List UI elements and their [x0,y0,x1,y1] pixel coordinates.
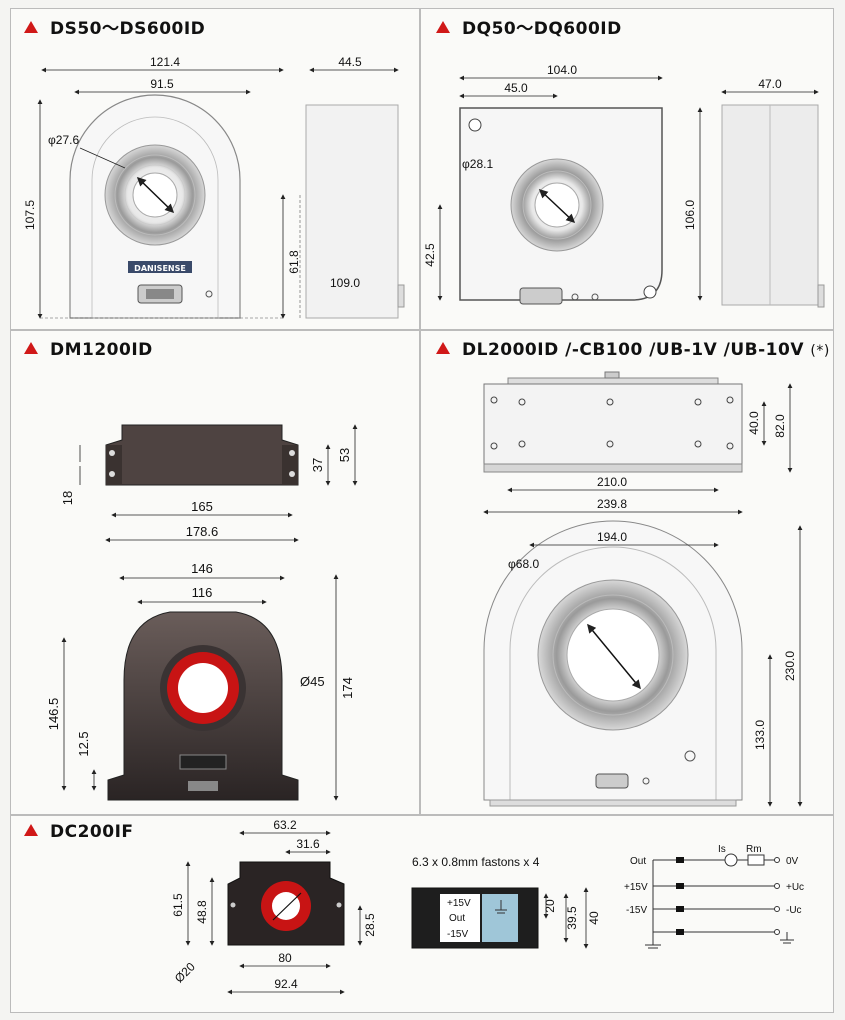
title-dc: DC200IF [24,822,134,842]
dl-top-dimensions: 40.0 82.0 210.0 239.8 [483,383,793,515]
svg-text:63.2: 63.2 [273,818,297,832]
svg-text:-15V: -15V [447,929,468,940]
dq-side-view [721,104,825,308]
svg-text:230.0: 230.0 [783,651,797,681]
svg-text:18: 18 [60,491,75,505]
ds-side-view [305,104,405,319]
ds-dimensions: 121.4 91.5 44.5 φ27.6 107.5 61.8 109.0 [23,55,399,319]
ds-front-view: DANISENSE [40,94,285,319]
svg-text:178.6: 178.6 [186,524,219,539]
svg-text:116: 116 [192,585,213,600]
dq-front-view [459,107,663,305]
svg-text:80: 80 [278,951,292,965]
dc-front-view [227,861,345,946]
svg-text:109.0: 109.0 [330,276,360,290]
svg-text:44.5: 44.5 [338,55,362,69]
dm-front-view [107,611,299,801]
warning-triangle-icon [436,21,450,33]
svg-text:133.0: 133.0 [753,720,767,750]
svg-text:174: 174 [340,677,355,699]
svg-text:-15V: -15V [626,905,647,916]
svg-text:-Uc: -Uc [786,905,802,916]
title-dq: DQ50～DQ600ID [436,14,622,39]
dl-top-view [483,371,743,473]
dc-side-view: 6.3 x 0.8mm fastons x 4 +15V Out -15V 20… [411,855,601,949]
dl-front-dimensions: 194.0 φ68.0 133.0 230.0 [508,525,803,807]
svg-text:φ27.6: φ27.6 [48,133,79,147]
svg-text:194.0: 194.0 [597,530,627,544]
svg-text:210.0: 210.0 [597,475,627,489]
title-dl: DL2000ID /-CB100 /UB-1V /UB-10V (*) [436,340,830,360]
svg-text:61.8: 61.8 [287,250,301,274]
svg-text:+15V: +15V [447,898,471,909]
svg-text:40.0: 40.0 [747,411,761,435]
svg-text:39.5: 39.5 [565,906,579,930]
warning-triangle-icon [24,342,38,354]
svg-text:104.0: 104.0 [547,63,577,77]
svg-text:107.5: 107.5 [23,200,37,230]
dq-dimensions: 104.0 45.0 47.0 φ28.1 42.5 106.0 [423,63,819,301]
warning-triangle-icon [436,342,450,354]
panel-dm [10,330,420,815]
svg-text:82.0: 82.0 [773,414,787,438]
svg-text:φ68.0: φ68.0 [508,557,539,571]
svg-text:48.8: 48.8 [195,900,209,924]
svg-text:146: 146 [191,561,213,576]
svg-text:6.3 x 0.8mm fastons x 4: 6.3 x 0.8mm fastons x 4 [412,855,540,869]
title-dm: DM1200ID [24,340,153,360]
svg-text:61.5: 61.5 [171,893,185,917]
svg-text:239.8: 239.8 [597,497,627,511]
svg-text:45.0: 45.0 [504,81,528,95]
svg-text:Ø20: Ø20 [172,959,198,985]
svg-text:40: 40 [587,911,601,925]
svg-text:92.4: 92.4 [274,977,298,991]
svg-text:20: 20 [543,899,557,913]
dm-top-dimensions: 37 53 18 165 178.6 [60,424,358,543]
svg-text:37: 37 [310,458,325,472]
ds-logo: DANISENSE [134,264,186,273]
svg-text:31.6: 31.6 [296,837,320,851]
svg-text:12.5: 12.5 [76,731,91,756]
svg-text:42.5: 42.5 [423,243,437,267]
dc-dimensions: 63.2 31.6 61.5 48.8 28.5 Ø20 80 92.4 [171,818,377,995]
svg-text:Is: Is [718,844,726,855]
dc-schematic: Out +15V -15V Is Rm 0V +Uc -Uc [624,844,804,949]
svg-text:165: 165 [191,499,213,514]
title-ds: DS50～DS600ID [24,14,205,39]
svg-text:47.0: 47.0 [758,77,782,91]
warning-triangle-icon [24,21,38,33]
svg-text:Out: Out [630,856,646,867]
dl-front-view [483,520,743,807]
svg-text:Ø45: Ø45 [300,674,325,689]
svg-text:+Uc: +Uc [786,882,804,893]
warning-triangle-icon [24,824,38,836]
svg-text:28.5: 28.5 [363,913,377,937]
svg-text:121.4: 121.4 [150,55,180,69]
svg-text:0V: 0V [786,856,799,867]
svg-text:+15V: +15V [624,882,648,893]
svg-text:Rm: Rm [746,844,762,855]
svg-text:146.5: 146.5 [46,698,61,731]
svg-text:106.0: 106.0 [683,200,697,230]
svg-text:φ28.1: φ28.1 [462,157,493,171]
svg-text:53: 53 [337,448,352,462]
dm-front-dimensions: 146 116 146.5 12.5 Ø45 174 [46,561,355,801]
svg-text:Out: Out [449,913,465,924]
svg-text:91.5: 91.5 [150,77,174,91]
dm-top-view [105,424,299,486]
